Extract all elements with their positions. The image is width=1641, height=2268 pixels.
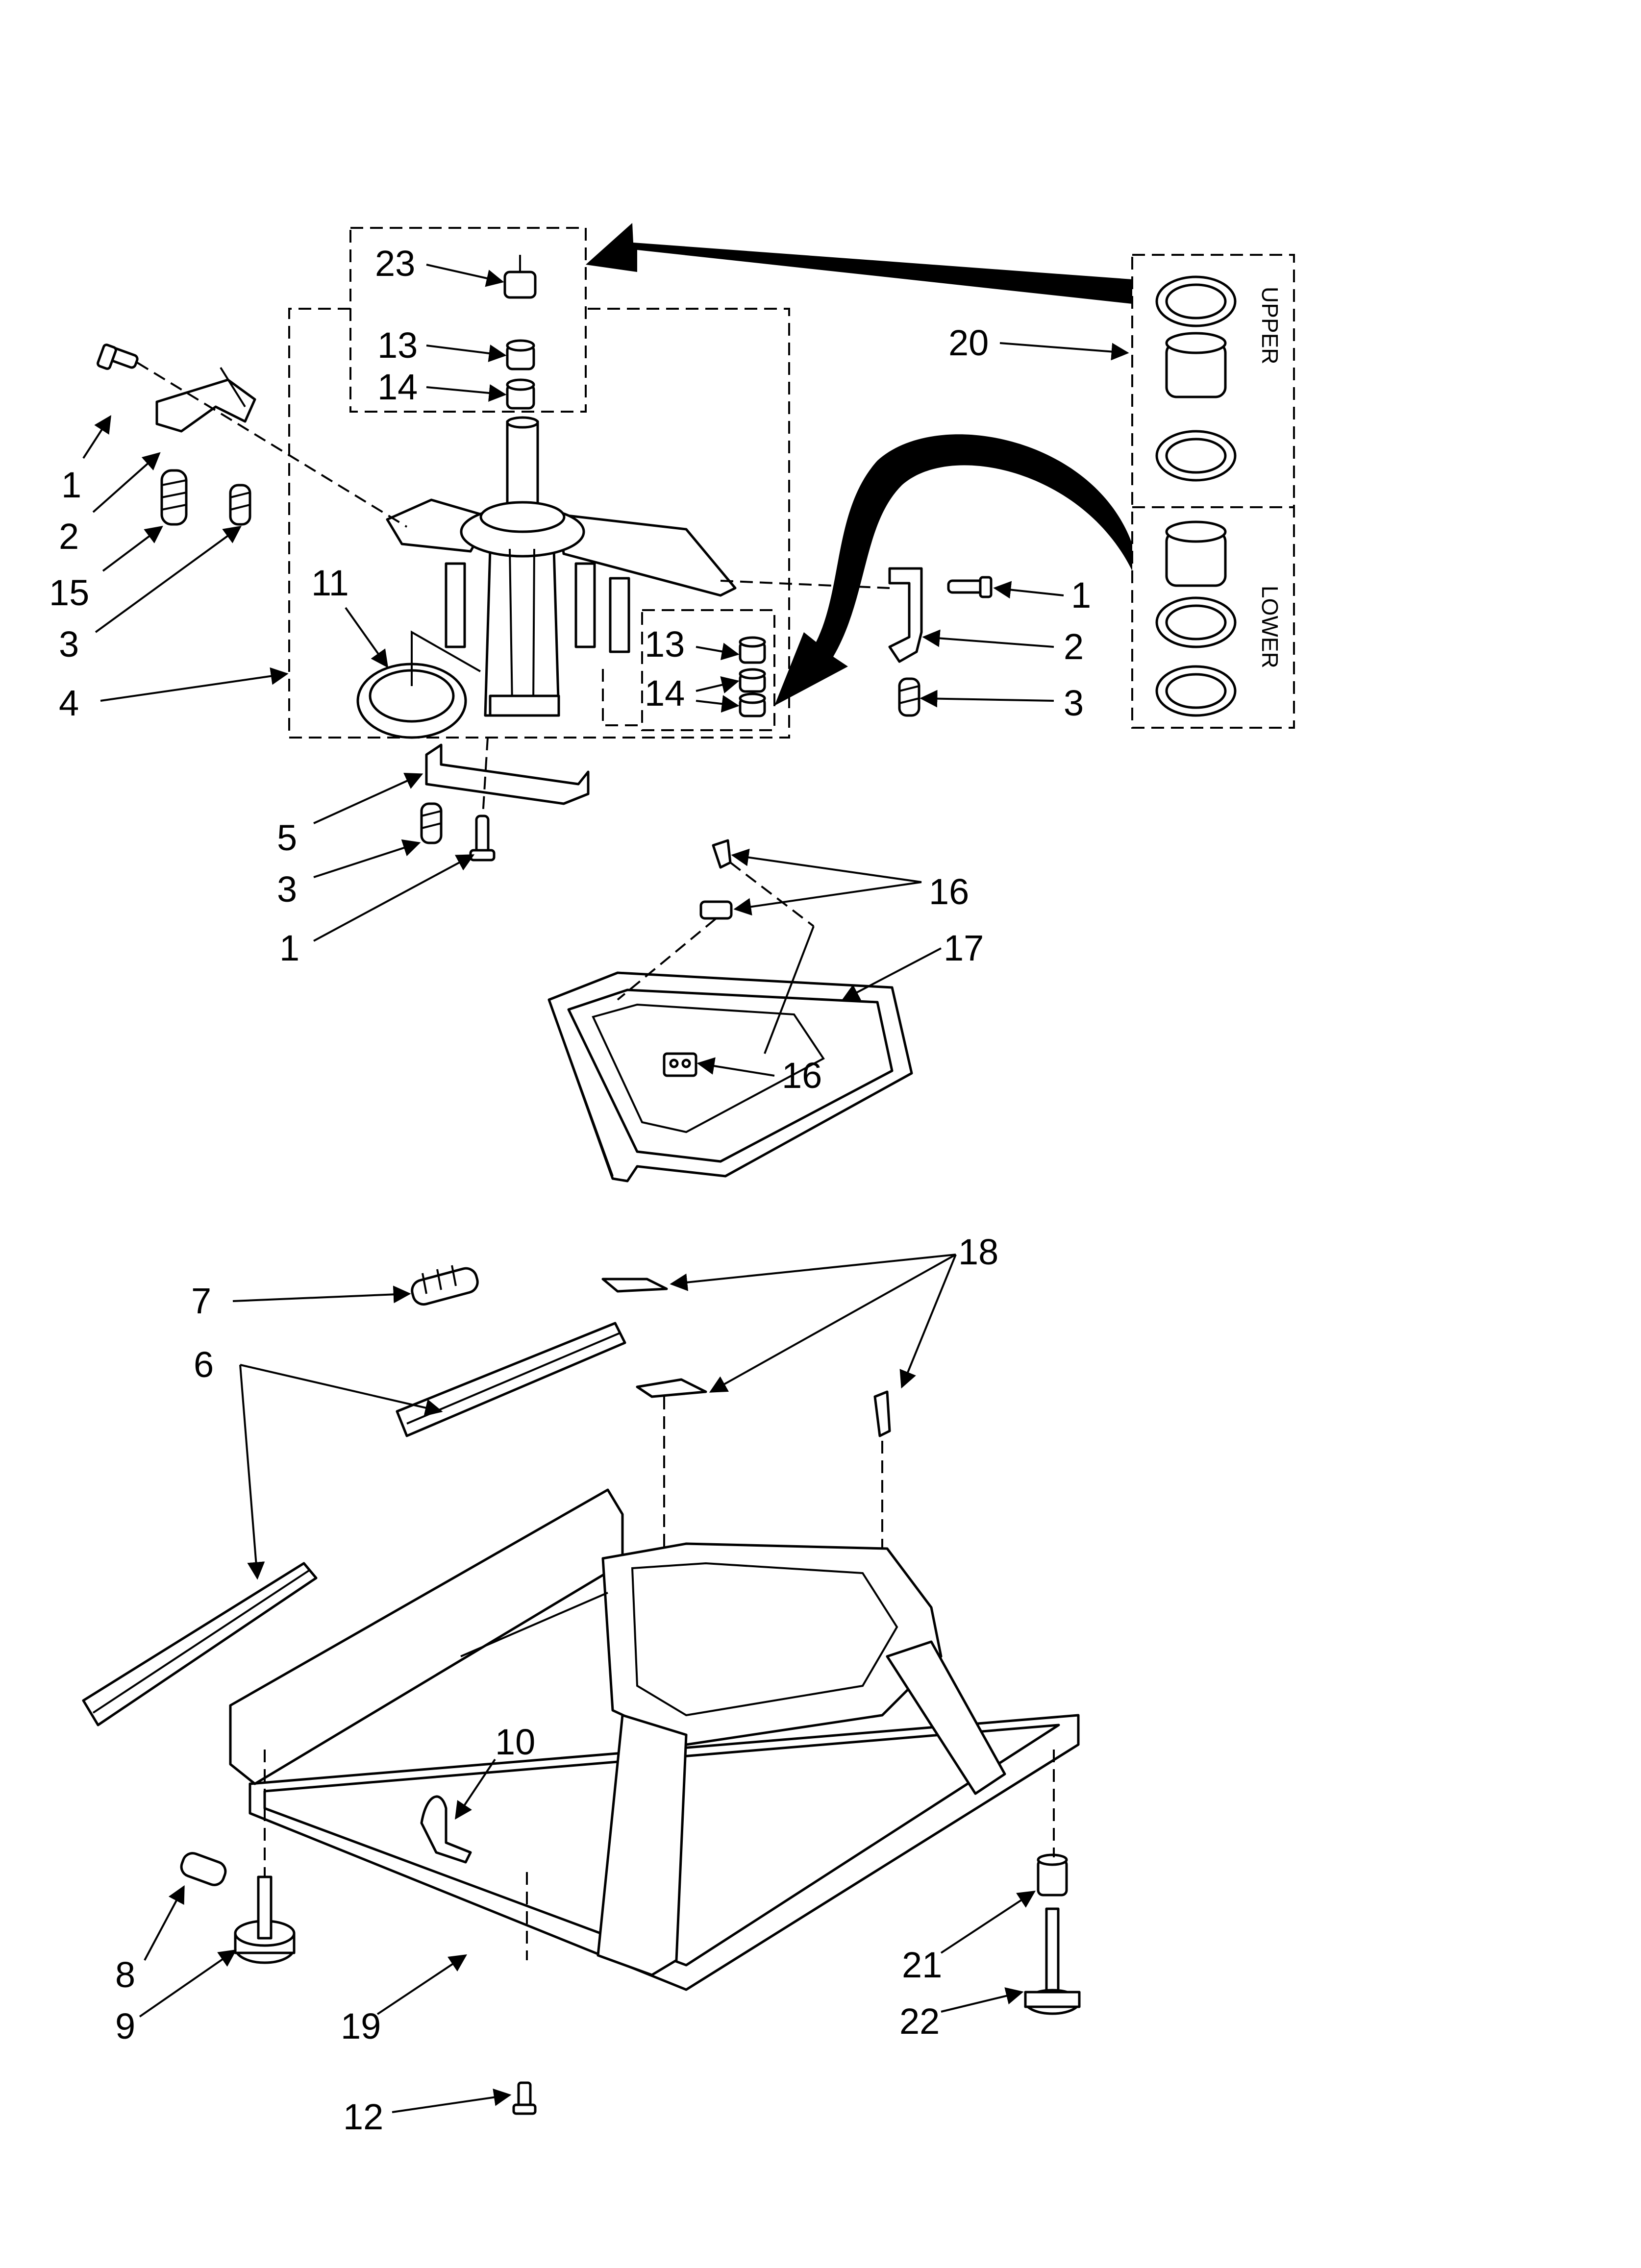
part-16-pad-2 (699, 900, 733, 920)
callout-14-upper: 14 (377, 367, 418, 407)
part-15-spring (160, 469, 188, 526)
top-brace (601, 1542, 943, 1746)
part-18-pad-3 (873, 1390, 891, 1437)
shaft (506, 420, 539, 511)
callout-15: 15 (49, 572, 89, 613)
center-bracket-parts (420, 737, 590, 862)
frame-assembly-17 (547, 839, 913, 1183)
callout-6: 6 (194, 1344, 214, 1385)
kit-label-lower: LOWER (1257, 586, 1283, 668)
callout-21: 21 (902, 1945, 942, 1985)
kit-arrows (586, 223, 1132, 706)
callout-3-left: 3 (59, 624, 79, 665)
callout-8: 8 (115, 1954, 135, 1995)
part-3-spring-left (229, 484, 251, 526)
part-18-pad-1 (601, 1278, 668, 1293)
suspension-assembly (356, 416, 737, 739)
upper-bushing-parts (503, 255, 537, 410)
callout-16-top: 16 (929, 871, 969, 912)
callout-10: 10 (495, 1722, 535, 1762)
upper-kit-arrow (586, 223, 1132, 304)
small-base-parts (180, 1750, 1081, 2115)
part-2-bracket-right (888, 567, 923, 663)
part-3-spring-center (420, 802, 443, 844)
callout-1-center: 1 (279, 928, 299, 968)
part-22-leg (1024, 1907, 1081, 2015)
callout-2-right: 2 (1064, 626, 1084, 667)
callout-labels: 23 13 14 20 1 2 15 3 11 4 13 14 1 2 3 5 … (49, 243, 1091, 2137)
callout-1-right: 1 (1071, 575, 1091, 616)
callout-9: 9 (115, 2006, 135, 2046)
part-10-clip (420, 1795, 472, 1864)
lower-bushing-parts (739, 636, 766, 717)
part-1-bolt-right (947, 579, 984, 594)
part-1-bolt-center (469, 814, 496, 862)
callout-1-left: 1 (61, 465, 81, 505)
part-5-bracket (425, 743, 590, 805)
leg-right (886, 1640, 1006, 1795)
spring-7 (411, 1265, 479, 1306)
part-7-spring (411, 1267, 479, 1306)
lower-kit-arrow (774, 434, 1132, 706)
part-16-pad-1 (712, 839, 732, 869)
part-9-leveling-foot (234, 1875, 296, 1964)
part-8-sleeve (180, 1852, 227, 1886)
box-lower-bushing (641, 609, 775, 731)
callout-20: 20 (948, 322, 989, 363)
leader-arrows (82, 264, 1129, 2113)
leg-left (597, 1714, 688, 1976)
part-23-cap (503, 271, 537, 299)
spider-arm-front (484, 547, 560, 717)
callout-14-lower: 14 (645, 673, 685, 714)
callout-23: 23 (375, 243, 415, 284)
side-panel-left (229, 1488, 624, 1785)
left-bracket-parts (97, 344, 408, 528)
callout-11: 11 (311, 563, 349, 603)
callout-17: 17 (944, 928, 984, 968)
part-12-screw (512, 2081, 537, 2115)
callout-3-center: 3 (277, 869, 297, 910)
right-bracket-parts (720, 567, 993, 717)
callout-13-upper: 13 (377, 325, 418, 366)
callout-13-lower: 13 (645, 624, 685, 665)
callout-16-frame: 16 (782, 1055, 822, 1096)
part-3-spring-right (898, 677, 920, 717)
box-upper-bushing (349, 227, 587, 413)
leader-dash-center (602, 669, 642, 726)
callout-7: 7 (191, 1281, 211, 1321)
callout-18: 18 (958, 1232, 998, 1272)
part-18-pad-2 (636, 1378, 707, 1398)
callout-2-left: 2 (59, 516, 79, 557)
part-16-pad-3 (663, 1052, 697, 1077)
group-boxes (288, 227, 1295, 739)
callout-3-right: 3 (1064, 683, 1084, 723)
callout-5: 5 (277, 817, 297, 858)
callout-12: 12 (343, 2096, 383, 2137)
part-21-bushing (1037, 1853, 1068, 1897)
box-suspension-assembly (288, 308, 790, 739)
pads-18 (601, 1278, 891, 1647)
kit-label-upper: UPPER (1257, 287, 1283, 364)
callout-19: 19 (341, 2006, 381, 2046)
box-kit-20 (1131, 254, 1295, 729)
cabinet-base (229, 1488, 1080, 1991)
callout-22: 22 (899, 2001, 940, 2042)
callout-4: 4 (59, 683, 79, 723)
kit-20-parts (1155, 275, 1237, 717)
